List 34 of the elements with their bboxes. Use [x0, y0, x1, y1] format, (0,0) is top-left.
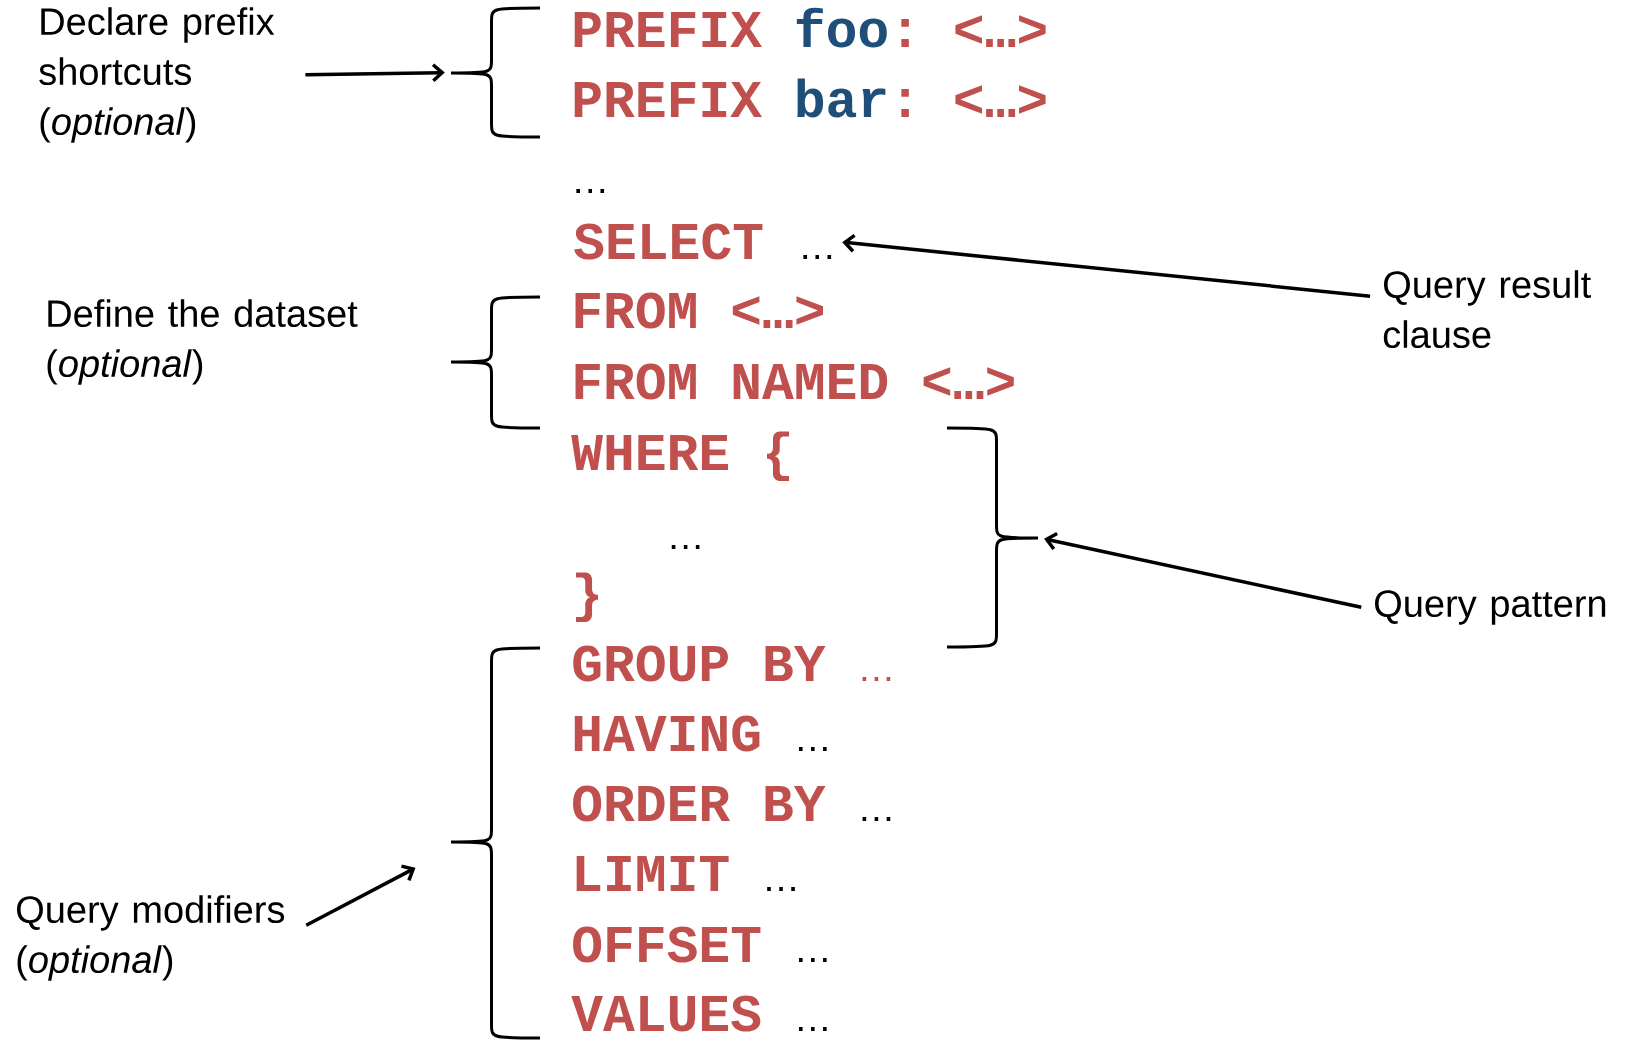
code-keyword: SELECT — [574, 223, 763, 260]
ellipsis: … — [767, 886, 795, 891]
ellipsis: … — [803, 254, 832, 259]
ellipsis: … — [798, 957, 827, 962]
arrow — [842, 233, 1371, 298]
annotation-text: Query result clause — [1383, 270, 1591, 349]
ellipsis: … — [671, 544, 700, 549]
code-keyword: <…> — [955, 85, 1046, 117]
annotation-text: Query modifiers (optional) — [17, 895, 285, 981]
code-keyword: } — [575, 572, 598, 622]
curly-brace — [449, 6, 540, 139]
code-keyword: WHERE { — [571, 431, 790, 481]
code-prefix-name: foo — [796, 7, 887, 48]
curly-brace — [947, 426, 1040, 649]
ellipsis: … — [798, 1026, 827, 1031]
ellipsis: … — [798, 746, 827, 751]
arrow — [305, 864, 416, 927]
arrow — [1044, 531, 1362, 609]
code-keyword: : — [901, 18, 909, 47]
arrow — [305, 63, 445, 83]
annotation-text: Define the dataset (optional) — [47, 299, 358, 385]
code-prefix-name: bar — [797, 78, 886, 118]
ellipsis: … — [862, 676, 891, 681]
annotation-text: Declare prefix shortcuts (optional) — [39, 7, 275, 143]
curly-brace — [449, 295, 540, 430]
curly-brace — [449, 646, 540, 1040]
ellipsis: … — [862, 816, 891, 821]
annotation-text: Query pattern — [1375, 590, 1606, 625]
code-keyword: <…> — [955, 15, 1046, 47]
code-keyword: <…> — [923, 367, 1014, 399]
code-keyword: FROM NAMED — [575, 363, 888, 400]
ellipsis: … — [576, 188, 605, 193]
code-keyword: : — [901, 88, 909, 117]
code-keyword: <…> — [732, 296, 823, 328]
